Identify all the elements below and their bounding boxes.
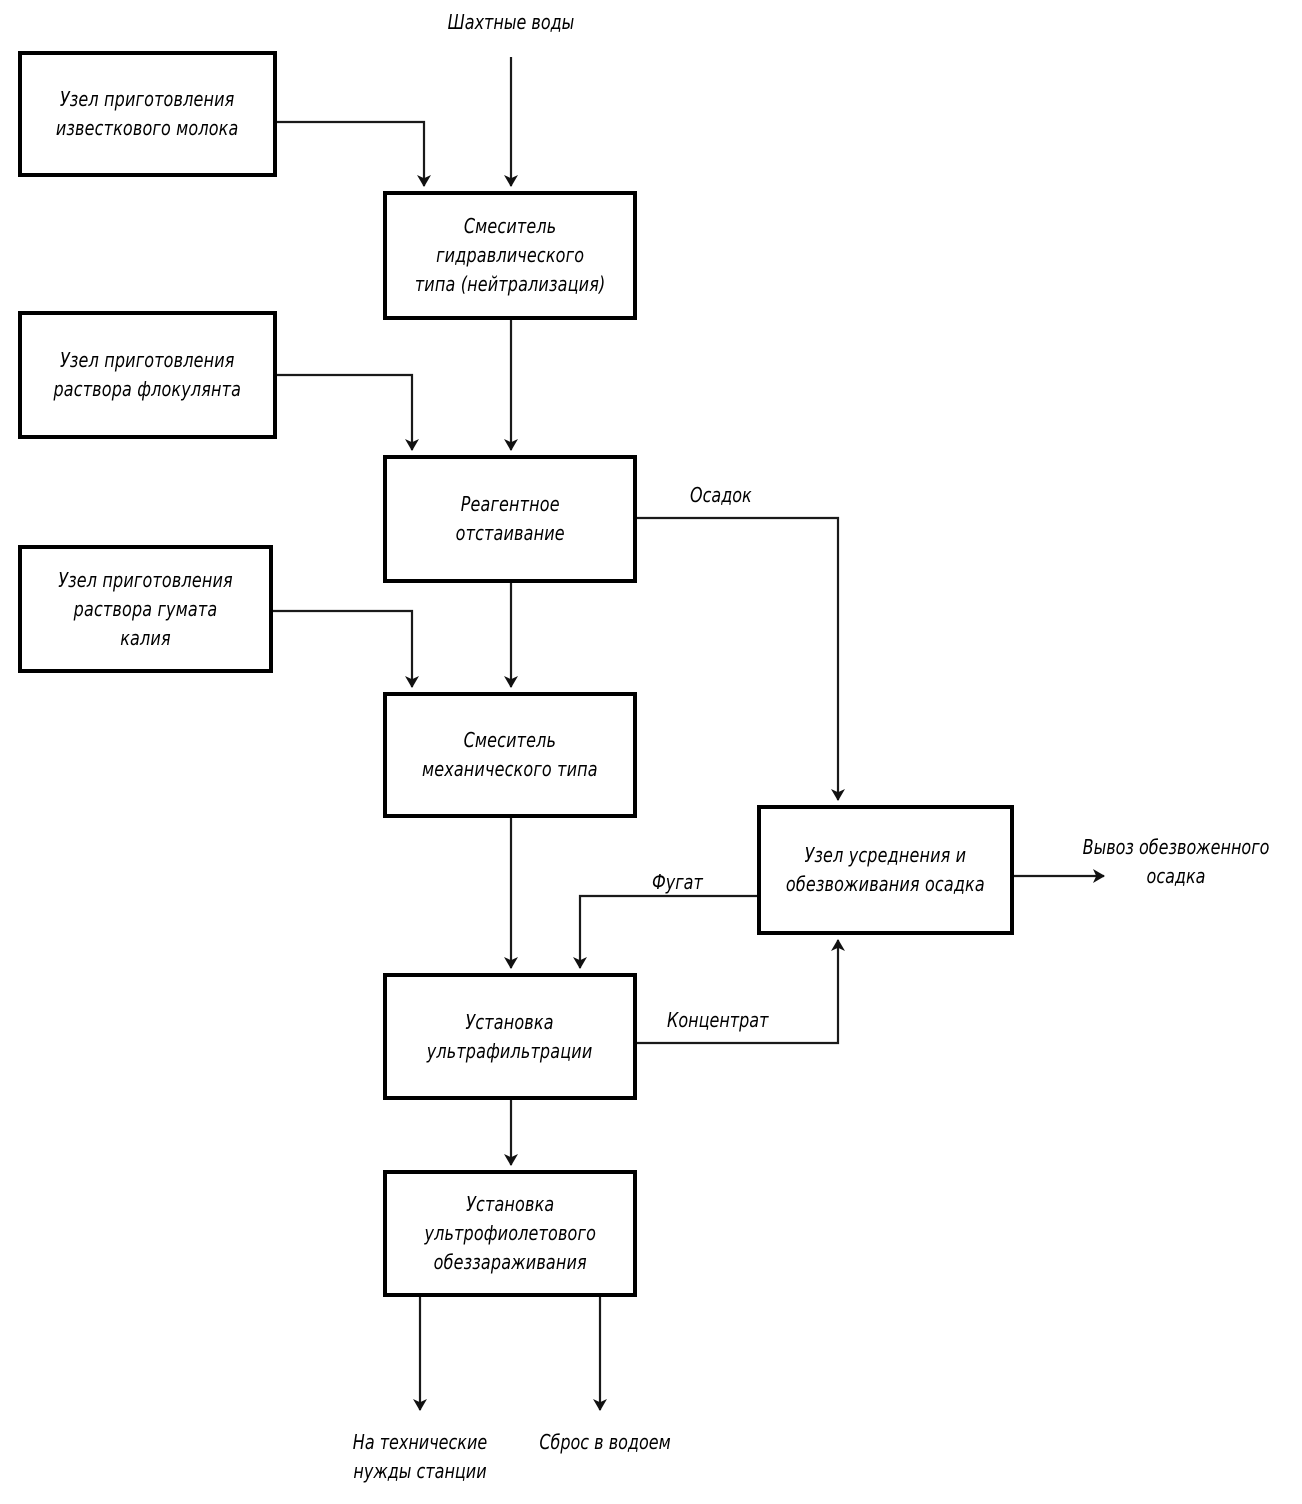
node-flocculant-unit[interactable]: Узел приготовления раствора флокулянта (18, 311, 277, 439)
flow-label-centrate: Фугат (652, 870, 703, 894)
edge-sediment-to-sludge (637, 516, 845, 801)
flow-label-sediment: Осадок (690, 483, 752, 507)
node-lime-milk-unit[interactable]: Узел приготовления известкового молока (18, 51, 277, 177)
node-uv-disinfection[interactable]: Установка ультрофиолетового обеззаражива… (383, 1170, 637, 1297)
edge-humate-to-mechmixer (273, 609, 419, 688)
edge-centrate-to-uf (573, 894, 757, 969)
node-mechanical-mixer-label: Смеситель механического типа (422, 728, 598, 781)
node-reagent-settling-label: Реагентное отстаивание (455, 492, 565, 545)
flow-label-discharge: Сброс в водоем (539, 1430, 671, 1454)
flow-label-technical-needs: На технические нужды станции (352, 1430, 488, 1483)
edge-flocculant-to-settling (277, 373, 419, 451)
node-ultrafiltration-label: Установка ультрафильтрации (427, 1009, 593, 1063)
node-hydraulic-mixer-label: Смеситель гидравлического типа (нейтрали… (414, 214, 606, 296)
flow-label-concentrate: Концентрат (667, 1008, 769, 1032)
node-ultrafiltration[interactable]: Установка ультрафильтрации (383, 973, 637, 1100)
node-humate-unit-label: Узел приготовления раствора гумата калия (58, 567, 233, 650)
node-humate-unit[interactable]: Узел приготовления раствора гумата калия (18, 545, 273, 673)
node-hydraulic-mixer[interactable]: Смеситель гидравлического типа (нейтрали… (383, 191, 637, 320)
node-reagent-settling[interactable]: Реагентное отстаивание (383, 455, 637, 583)
node-uv-disinfection-label: Установка ультрофиолетового обеззаражива… (424, 1192, 596, 1274)
node-mechanical-mixer[interactable]: Смеситель механического типа (383, 692, 637, 818)
node-lime-milk-unit-label: Узел приготовления известкового молока (56, 87, 239, 140)
node-flocculant-unit-label: Узел приготовления раствора флокулянта (53, 348, 242, 401)
flow-label-mine-water: Шахтные воды (447, 10, 575, 34)
edge-lime-to-mixer (277, 120, 431, 187)
node-sludge-dewatering[interactable]: Узел усреднения и обезвоживания осадка (757, 805, 1014, 935)
node-sludge-dewatering-label: Узел усреднения и обезвоживания осадка (786, 843, 985, 896)
flow-label-dewatered-removal: Вывоз обезвоженного осадка (1082, 835, 1270, 888)
